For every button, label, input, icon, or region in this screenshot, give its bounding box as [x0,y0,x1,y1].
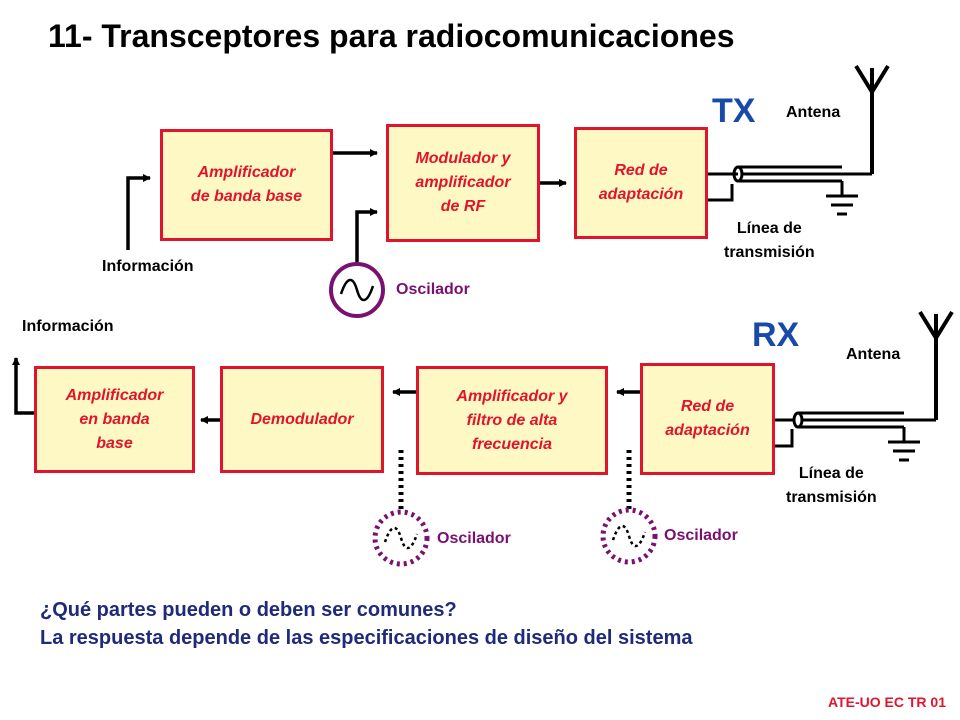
rx-rf-amplifier-filter-label: Amplificador y filtro de alta frecuencia [456,387,568,453]
tx-oscillator-icon [329,262,385,318]
rx-baseband-amplifier-block: Amplificador en banda base [34,366,195,473]
rx-oscillator-1-icon [372,509,430,567]
rx-antenna-label: Antena [846,346,901,363]
rx-matching-network-label: Red de adaptación [665,398,750,439]
tx-osc-to-mod-line [355,208,378,262]
slide-reference: ATE-UO EC TR 01 [828,694,946,710]
question-line-1: ¿Qué partes pueden o deben ser comunes? [40,599,457,621]
rx-antenna-icon [918,310,954,420]
tx-oscillator-label: Oscilador [396,281,470,298]
rx-oscillator-1-label: Oscilador [437,530,511,547]
tx-baseband-amplifier-block: Amplificador de banda base [160,129,333,241]
tx-info-label: Información [102,258,194,275]
rx-transmission-line-label: Línea de transmisión [786,465,877,506]
tx-matching-network-label: Red de adaptación [598,162,684,203]
rx-info-label: Información [22,318,114,335]
rx-matching-network-block: Red de adaptación [640,363,775,475]
tx-transmission-line-label: Línea de transmisión [724,220,815,261]
tx-modulator-label: Modulador y amplificador de RF [415,150,511,215]
page-title: 11- Transceptores para radiocomunicacion… [48,18,735,54]
rx-demodulator-block: Demodulador [220,366,384,473]
rx-transmission-line [792,411,936,429]
tx-ground-icon [826,181,858,216]
rx-demodulator-label: Demodulador [250,410,354,428]
rx-ground-icon [888,427,920,462]
tx-antenna-icon [854,64,890,174]
tx-info-line [126,174,151,250]
rx-oscillator-2-icon [600,507,658,565]
rx-info-line [12,357,34,415]
tx-modulator-block: Modulador y amplificador de RF [386,124,540,242]
rx-rf-amplifier-filter-block: Amplificador y filtro de alta frecuencia [416,366,608,475]
tx-matching-network-block: Red de adaptación [574,127,708,239]
tx-baseband-amplifier-label: Amplificador de banda base [190,164,303,205]
rx-line-to-red [775,418,794,448]
tx-label: TX [712,92,756,130]
tx-transmission-line [732,165,872,183]
question-text: ¿Qué partes pueden o deben ser comunes? … [40,596,693,652]
rx-label: RX [752,316,800,354]
rx-oscillator-2-label: Oscilador [664,527,738,544]
rx-baseband-amplifier-label: Amplificador en banda base [65,386,164,452]
question-line-2: La respuesta depende de las especificaci… [40,627,693,649]
tx-antenna-label: Antena [786,104,841,121]
